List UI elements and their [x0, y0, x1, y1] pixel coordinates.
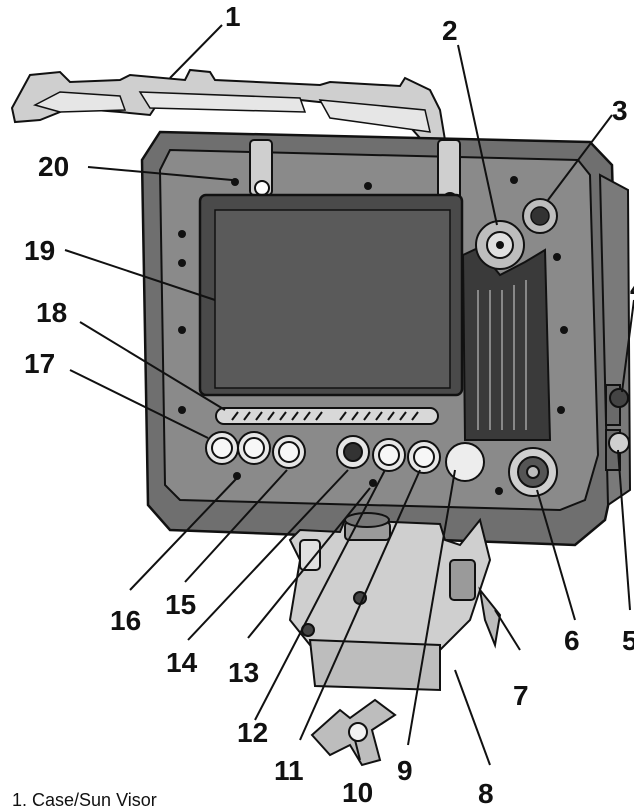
- callout-15: 15: [165, 589, 196, 620]
- connector-3: [522, 198, 558, 234]
- lcd-screen: [198, 193, 464, 397]
- front-connectors: [205, 431, 558, 497]
- case-sun-visor: [10, 68, 447, 142]
- callout-7: 7: [513, 680, 529, 711]
- callout-8: 8: [478, 778, 494, 809]
- callout-11: 11: [274, 755, 304, 786]
- joystick-control: [475, 220, 525, 270]
- callout-10: 10: [342, 777, 373, 808]
- callout-1: 1: [225, 1, 241, 32]
- callout-13: 13: [228, 657, 259, 688]
- legend-item-1: 1. Case/Sun Visor: [12, 790, 157, 810]
- callout-3: 3: [612, 95, 628, 126]
- vent-strip: [215, 407, 439, 425]
- side-knobs: [605, 384, 630, 471]
- callout-4: 4: [630, 273, 634, 304]
- callout-numbers: 1 2 3 4 5 6 7 8 9 10 11 12 13 14 15 16 1…: [24, 1, 634, 809]
- t-handle-knob: [310, 698, 397, 767]
- callout-5: 5: [622, 625, 634, 656]
- callout-6: 6: [564, 625, 580, 656]
- screw-holes: [178, 176, 568, 495]
- callout-12: 12: [237, 717, 268, 748]
- yoke-mount: [288, 512, 502, 692]
- leader-lines: [64, 24, 634, 766]
- callout-2: 2: [442, 15, 458, 46]
- callout-19: 19: [24, 235, 55, 266]
- callout-18: 18: [36, 297, 67, 328]
- heat-sink: [461, 246, 552, 441]
- callout-17: 17: [24, 348, 55, 379]
- callout-9: 9: [397, 755, 413, 786]
- callout-20: 20: [38, 151, 69, 182]
- callout-16: 16: [110, 605, 141, 636]
- callout-14: 14: [166, 647, 198, 678]
